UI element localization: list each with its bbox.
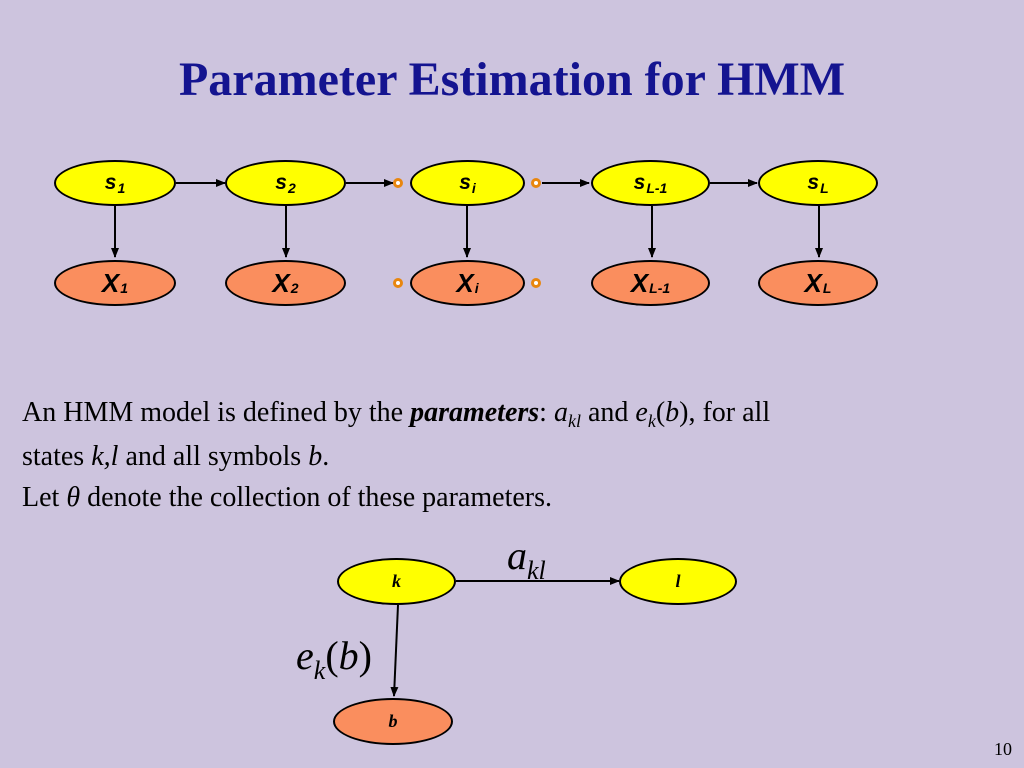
parameters-keyword: parameters bbox=[410, 397, 540, 428]
emission-label: ek(b) bbox=[296, 633, 372, 685]
example-state-l: l bbox=[619, 558, 737, 605]
definition-line-3: Let θ denote the collection of these par… bbox=[22, 482, 552, 513]
definition-line-2: states k,l and all symbols b. bbox=[22, 441, 330, 472]
ellipsis-dot bbox=[531, 278, 541, 288]
example-symbol-b: b bbox=[333, 698, 453, 745]
slide-title: Parameter Estimation for HMM bbox=[178, 53, 846, 106]
arrow-k-b bbox=[390, 604, 399, 697]
definition-paragraph: An HMM model is defined by the parameter… bbox=[22, 392, 1002, 518]
transition-label: akl bbox=[507, 533, 546, 585]
definition-line-1: An HMM model is defined by the parameter… bbox=[22, 397, 771, 431]
ellipsis-dot bbox=[531, 178, 541, 188]
page-number: 10 bbox=[994, 739, 1012, 759]
example-state-k: k bbox=[337, 558, 456, 605]
ellipsis-dot bbox=[393, 278, 403, 288]
ellipsis-dot bbox=[393, 178, 403, 188]
